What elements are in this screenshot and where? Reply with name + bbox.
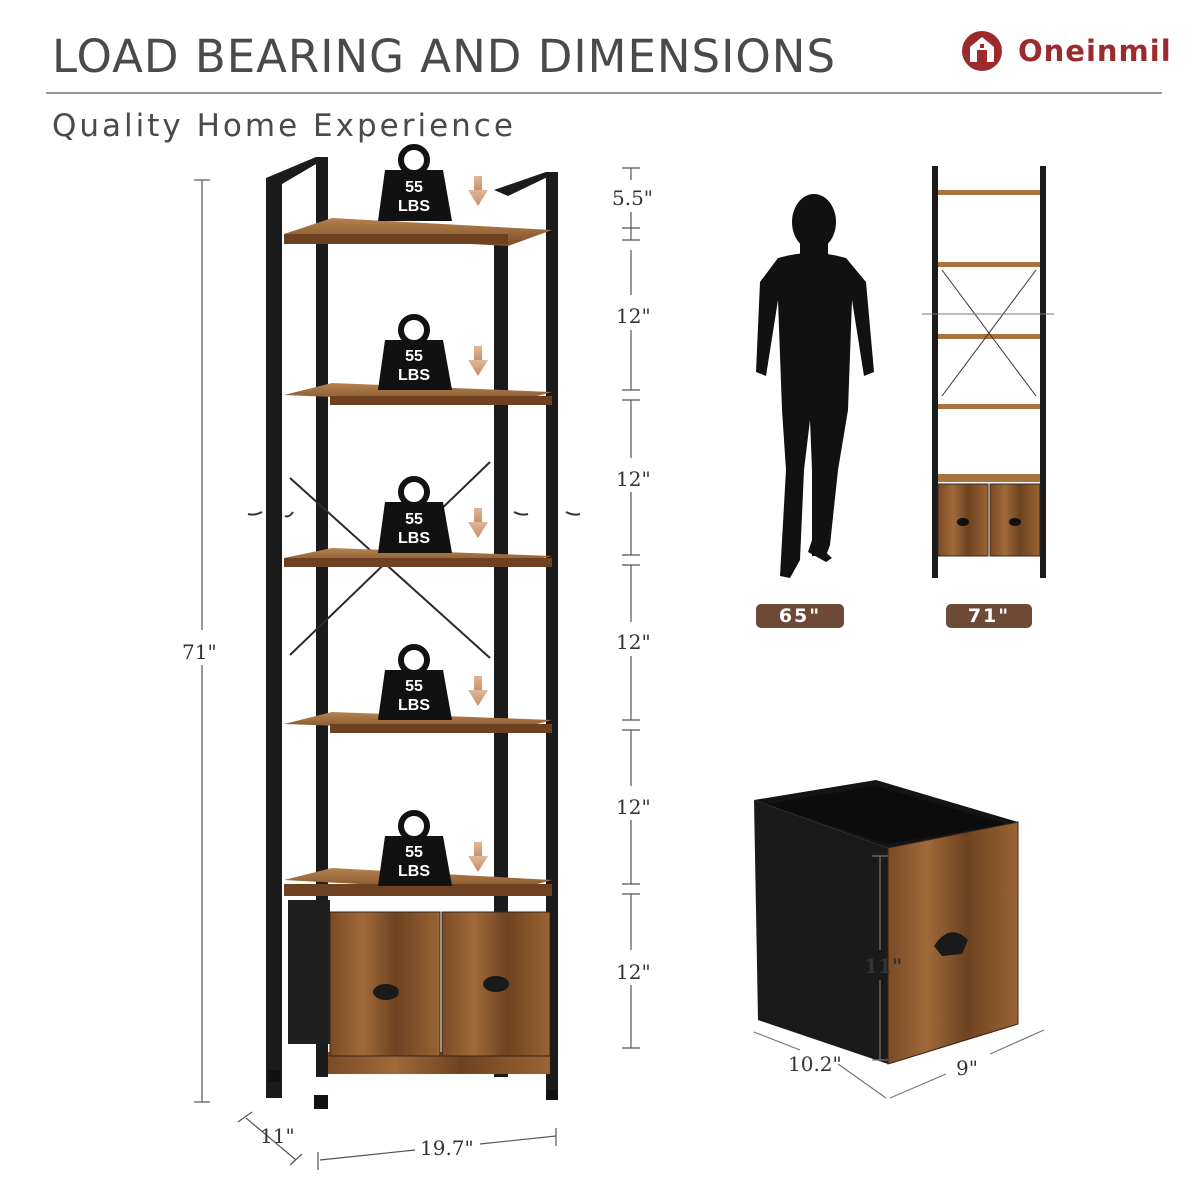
weight-value-1: 55 — [405, 179, 423, 196]
person-height-badge: 65" — [756, 604, 844, 628]
bin-height-label: 11" — [864, 954, 903, 978]
base-measure-lines — [237, 1111, 557, 1170]
weight-badge-5 — [378, 810, 488, 886]
depth-label: 11" — [260, 1124, 295, 1148]
weight-unit-4: LBS — [398, 697, 430, 714]
gap-label-3: 12" — [616, 630, 651, 654]
total-height-label: 71" — [182, 640, 217, 664]
storage-bin — [754, 780, 1019, 1065]
weight-unit-3: LBS — [398, 530, 430, 547]
page-title: LOAD BEARING AND DIMENSIONS — [52, 30, 837, 83]
brand-logo: Oneinmil — [960, 28, 1172, 74]
gap-label-4: 12" — [616, 795, 651, 819]
weight-badge-4 — [378, 644, 488, 720]
title-divider — [46, 92, 1162, 94]
shelf-storage-bins — [288, 900, 551, 1057]
weight-value-5: 55 — [405, 844, 423, 861]
gap-label-top: 5.5" — [612, 186, 654, 210]
total-height-line — [194, 179, 210, 1103]
width-label: 19.7" — [420, 1136, 474, 1160]
person-silhouette-icon — [756, 194, 874, 578]
bin-width-label: 9" — [956, 1056, 978, 1080]
brand-name: Oneinmil — [1018, 34, 1172, 68]
gap-label-2: 12" — [616, 467, 651, 491]
weight-value-2: 55 — [405, 348, 423, 365]
weight-unit-2: LBS — [398, 367, 430, 384]
page-subtitle: Quality Home Experience — [52, 108, 516, 144]
gap-label-1: 12" — [616, 304, 651, 328]
gap-measure-line — [622, 167, 640, 1049]
house-logo-icon — [962, 31, 1002, 71]
shelf-height-badge: 71" — [946, 604, 1032, 628]
weight-badge-1 — [378, 144, 488, 221]
bin-measure-lines — [753, 855, 1045, 1099]
weight-badge-3 — [378, 476, 488, 553]
bin-depth-label: 10.2" — [788, 1052, 842, 1076]
comparison-shelf — [922, 166, 1054, 578]
weight-value-3: 55 — [405, 511, 423, 528]
weight-unit-5: LBS — [398, 863, 430, 880]
weight-value-4: 55 — [405, 678, 423, 695]
shelf-boards — [284, 218, 552, 1074]
weight-unit-1: LBS — [398, 198, 430, 215]
gap-label-5: 12" — [616, 960, 651, 984]
weight-badge-2 — [378, 314, 488, 390]
